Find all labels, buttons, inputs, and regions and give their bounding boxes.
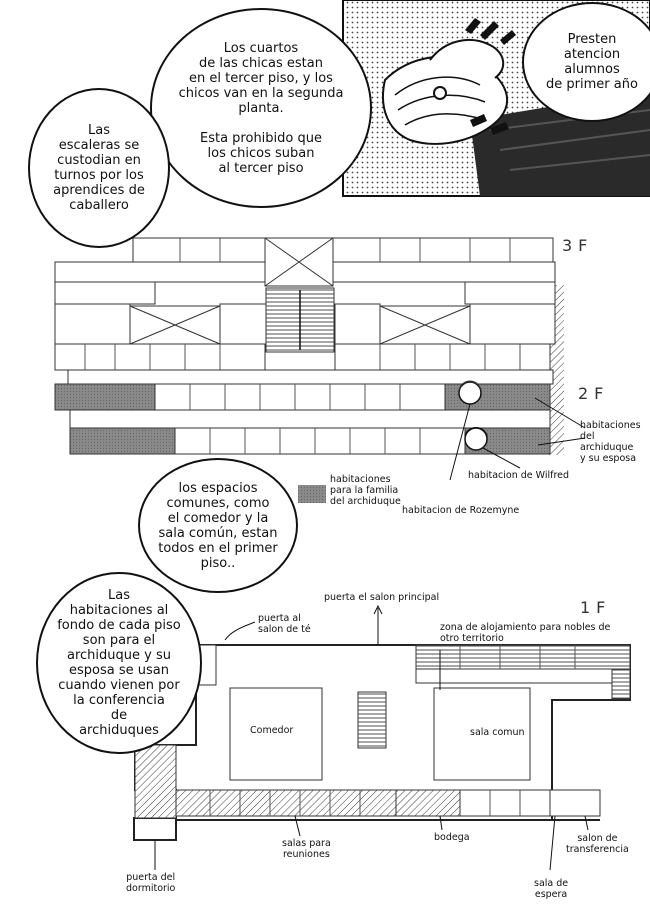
label-main-hall-door: puerta el salon principal xyxy=(324,592,440,603)
label-waiting-room: sala de espera xyxy=(534,878,569,900)
label-dining-room: Comedor xyxy=(250,725,294,736)
legend-swatch xyxy=(298,485,326,503)
floor-plan-upper xyxy=(54,237,586,481)
label-transfer-room: salon de transferencia xyxy=(566,833,629,855)
label-tea-room-door: puerta al salon de té xyxy=(258,613,311,635)
speech-text: los espacios comunes, como el comedor y … xyxy=(158,480,278,571)
speech-bubble-common-spaces: los espacios comunes, como el comedor y … xyxy=(138,458,298,593)
label-storage: bodega xyxy=(434,832,470,843)
speech-text: Los cuartos de las chicas estan en el te… xyxy=(178,40,344,176)
label-meeting-rooms: salas para reuniones xyxy=(282,838,331,860)
floor-label-1f: 1F xyxy=(580,598,612,617)
speech-bubble-stairs-guard: Las escaleras se custodian en turnos por… xyxy=(28,88,170,248)
speech-text: Las habitaciones al fondo de cada piso s… xyxy=(57,588,181,738)
floor-plan-ground xyxy=(133,604,631,871)
label-archduke-rooms: habitaciones del archiduque y su esposa xyxy=(580,420,641,464)
label-rozemyne-room: habitacion de Rozemyne xyxy=(402,505,520,516)
label-other-territory-zone: zona de alojamiento para nobles de otro … xyxy=(440,622,611,644)
floor-label-2f: 2F xyxy=(578,384,610,403)
speech-text: Presten atencion alumnos de primer año xyxy=(546,32,638,92)
speech-bubble-dorm-floors: Los cuartos de las chicas estan en el te… xyxy=(150,8,372,208)
label-wilfred-room: habitacion de Wilfred xyxy=(468,470,570,481)
legend-label-family-rooms: habitaciones para la familia del archidu… xyxy=(330,474,401,507)
speech-bubble-archduke-rooms: Las habitaciones al fondo de cada piso s… xyxy=(36,572,202,754)
label-dorm-door: puerta del dormitorio xyxy=(126,872,176,894)
speech-bubble-attention: Presten atencion alumnos de primer año xyxy=(522,2,650,122)
label-common-room: sala comun xyxy=(470,727,525,738)
floor-label-3f: 3F xyxy=(562,236,594,255)
speech-text: Las escaleras se custodian en turnos por… xyxy=(53,123,145,213)
